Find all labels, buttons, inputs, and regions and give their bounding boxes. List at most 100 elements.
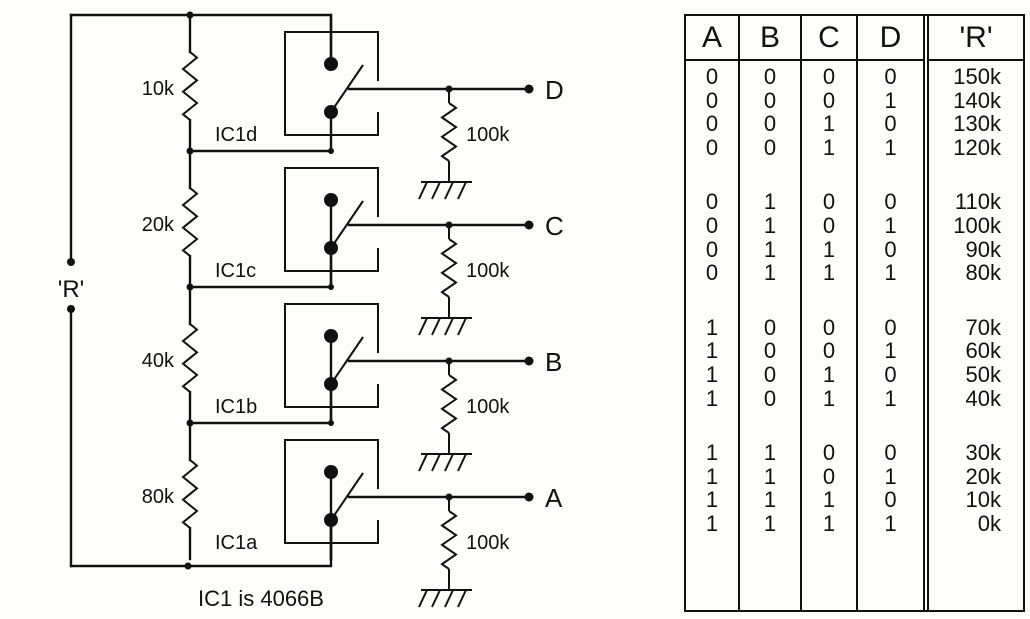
switch-blade: [330, 200, 364, 249]
junction-dot: [328, 284, 334, 290]
table-cell: 0: [884, 189, 897, 215]
table-cell: 1: [763, 440, 777, 466]
header-d: D: [858, 16, 923, 61]
table-cell: 0: [822, 212, 836, 238]
main-wires: [67, 11, 333, 570]
table-cell: 0: [884, 440, 897, 466]
table-cell: 0: [822, 87, 836, 113]
ic-note: IC1 is 4066B: [198, 586, 324, 611]
table-cell: 110k: [954, 189, 1001, 215]
ic-box-d: [284, 31, 379, 136]
resistor-label: 10k: [142, 78, 175, 100]
table-cell: 1: [822, 134, 836, 160]
pulldown-label: 100k: [466, 396, 510, 418]
r-terminal-label: 'R': [58, 276, 85, 303]
table-cell: 0: [822, 338, 836, 364]
table-cell: 1: [705, 487, 719, 513]
table-cell: 1: [884, 463, 897, 489]
switch-blade: [330, 472, 364, 521]
table-cell: 150k: [953, 64, 1001, 89]
table-cell: 10k: [965, 487, 1001, 513]
pulldown-resistor-d: [440, 102, 458, 162]
resistor-ladder-schematic: 10kIC1dD100k20kIC1cC100k40kIC1bB100k80kI…: [58, 11, 564, 611]
table-cell: 0: [705, 64, 719, 89]
table-cell: 0: [822, 64, 836, 89]
table-cell: 40k: [965, 385, 1001, 411]
pulldown-resistor-c: [440, 238, 458, 298]
ic-box-b: [284, 303, 379, 408]
table-cell: 0: [763, 87, 777, 113]
table-cell: 30k: [965, 440, 1001, 466]
table-cell: 1: [884, 385, 897, 411]
pulldown-resistor-b: [440, 374, 458, 434]
table-cell: 50k: [965, 361, 1001, 387]
ic-box-a: [284, 439, 379, 544]
junction-dot: [328, 420, 334, 426]
pulldown-resistor-a: [440, 510, 458, 570]
input-label-d: D: [545, 75, 564, 105]
table-cell: 1: [705, 510, 719, 536]
table-cell: 100k: [953, 212, 1001, 238]
table-cell: 0: [705, 260, 719, 286]
table-cell: 70k: [965, 314, 1001, 340]
table-cell: 0: [884, 314, 897, 340]
switch-contact-top: [324, 57, 338, 71]
table-cell: 1: [884, 510, 897, 536]
table-cell: 1: [884, 134, 897, 160]
table-cell: 0: [705, 87, 719, 113]
switch-contact-top: [324, 193, 338, 207]
table-cell: 1: [822, 487, 836, 513]
ic-label: IC1a: [215, 532, 258, 554]
r-terminal-top-dot: [67, 258, 75, 266]
table-cell: 1: [705, 314, 719, 340]
table-cell: 1: [822, 385, 836, 411]
table-cell: 1: [763, 189, 777, 215]
table-cell: 1: [763, 463, 777, 489]
resistor-b: [181, 323, 199, 393]
table-cell: 1: [763, 260, 777, 286]
table-cell: 1: [705, 361, 719, 387]
table-cell: 1: [822, 111, 836, 137]
table-cell: 1: [822, 236, 836, 262]
resistor-c: [181, 187, 199, 257]
junction-dot: [328, 148, 334, 154]
table-cell: 80k: [965, 260, 1001, 286]
input-label-a: A: [545, 483, 563, 513]
ic-label: IC1b: [215, 396, 257, 418]
table-cell: 0: [705, 189, 719, 215]
table-cell: 0: [705, 212, 719, 238]
resistor-d: [181, 51, 199, 121]
table-cell: 90k: [965, 236, 1001, 262]
input-label-b: B: [545, 347, 562, 377]
table-cell: 1: [763, 212, 777, 238]
input-terminal-a: [524, 492, 534, 502]
header-c: C: [802, 16, 856, 61]
table-cell: 0: [763, 361, 777, 387]
header-r: 'R': [929, 16, 1023, 61]
pulldown-label: 100k: [466, 260, 510, 282]
table-cell: 1: [763, 487, 777, 513]
table-cell: 1: [884, 338, 897, 364]
table-cell: 1: [705, 385, 719, 411]
table-cell: 1: [822, 361, 836, 387]
switch-blade: [330, 336, 364, 385]
ic-box-c: [284, 167, 379, 272]
table-cell: 0: [822, 463, 836, 489]
input-terminal-c: [524, 220, 534, 230]
